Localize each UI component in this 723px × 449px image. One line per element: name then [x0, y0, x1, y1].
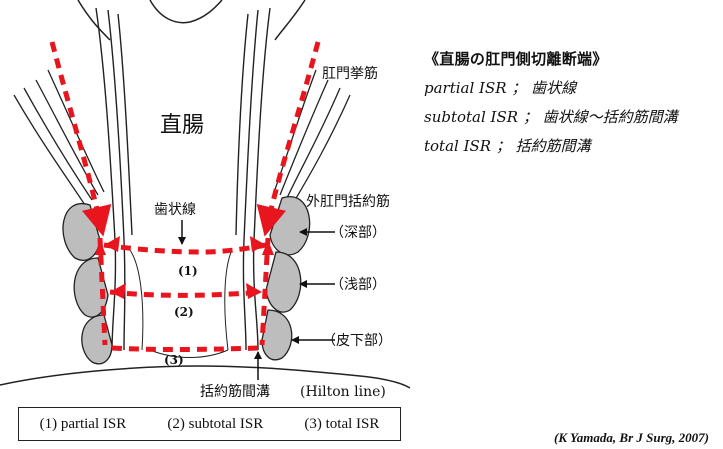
rectal-wall-right — [235, 7, 271, 351]
marker-3: (3) — [164, 353, 184, 367]
definition-desc: 歯状線 — [531, 79, 577, 97]
resection-lines — [49, 41, 321, 352]
cut-line-partial — [103, 242, 267, 255]
definition-subtotal: subtotal ISR ； 歯状線～括約筋間溝 — [424, 108, 678, 126]
rectal-wall-left — [95, 7, 133, 351]
external-sphincter-right — [261, 195, 311, 361]
marker-2: (2) — [174, 305, 194, 319]
definition-desc: 歯状線～括約筋間溝 — [542, 108, 678, 126]
legend-item-1: (1) partial ISR — [39, 415, 127, 432]
legend-item-2: (2) subtotal ISR — [167, 415, 264, 432]
levator-ani-left — [13, 69, 105, 206]
definition-term: total ISR — [424, 137, 492, 155]
citation: (K Yamada, Br J Surg, 2007) — [554, 430, 709, 445]
levator-ani-right — [273, 69, 351, 206]
label-levator-ani: 肛門挙筋 — [322, 65, 378, 82]
label-external-sphincter: 外肛門括約筋 — [306, 193, 390, 210]
definitions-title: 《直腸の肛門側切離断端》 — [424, 50, 608, 68]
label-superficial-part: （浅部） — [330, 277, 386, 293]
label-subcutaneous-part: （皮下部） — [322, 333, 392, 349]
pelvic-top-right — [274, 0, 306, 41]
label-intersphincteric-groove: 括約筋間溝 — [200, 383, 270, 400]
marker-1: (1) — [178, 264, 198, 278]
definition-desc: 括約筋間溝 — [515, 137, 591, 155]
pelvic-top-center — [149, 0, 223, 24]
resection-arrowheads — [95, 236, 274, 299]
definition-term: subtotal ISR — [424, 108, 519, 126]
legend-box: (1) partial ISR (2) subtotal ISR (3) tot… — [18, 407, 401, 441]
legend-item-3: (3) total ISR — [304, 415, 380, 432]
definitions-panel: 《直腸の肛門側切離断端》 partial ISR ； 歯状線 subtotal … — [424, 48, 714, 164]
label-rectum: 直腸 — [160, 113, 204, 138]
label-dentate-line: 歯状線 — [154, 202, 196, 218]
cut-line-right-descent — [256, 41, 321, 237]
cut-line-total — [111, 345, 259, 352]
perineum-skin-line — [0, 365, 411, 389]
definition-partial: partial ISR ； 歯状線 — [424, 79, 577, 97]
label-hilton-line: (Hilton line) — [300, 384, 386, 400]
pelvic-top-left — [77, 0, 111, 41]
label-deep-part: （深部） — [330, 225, 386, 241]
cut-line-left-descent — [49, 41, 112, 237]
definition-total: total ISR ； 括約筋間溝 — [424, 137, 591, 155]
external-sphincter-left — [62, 202, 113, 365]
definition-term: partial ISR — [424, 79, 507, 97]
anal-canal-folds — [129, 249, 233, 358]
cut-line-subtotal — [109, 289, 263, 298]
